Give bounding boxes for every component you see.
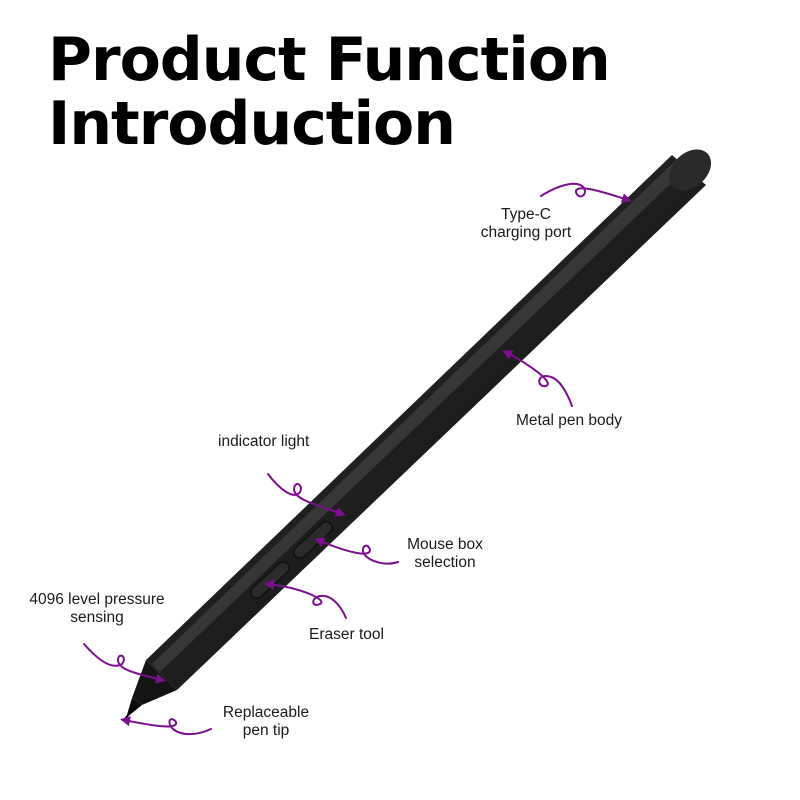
pen-body-highlight xyxy=(152,160,686,672)
stylus xyxy=(123,149,712,721)
arrow-pressure xyxy=(83,643,166,684)
pen-cap xyxy=(668,149,712,191)
label-type-c-port: Type-C charging port xyxy=(480,206,572,241)
arrow-type-c xyxy=(540,182,632,203)
arrow-mouse-box xyxy=(314,537,399,565)
page-title-line-1: Product Function xyxy=(48,25,611,95)
label-indicator-light: indicator light xyxy=(218,433,310,450)
label-eraser-tool: Eraser tool xyxy=(309,626,384,643)
pen-body xyxy=(146,155,706,690)
arrow-pen-tip xyxy=(120,716,212,736)
page-title-line-2: Introduction xyxy=(48,89,456,159)
arrow-eraser xyxy=(264,579,347,619)
arrow-indicator-light xyxy=(267,473,346,517)
label-metal-pen-body: Metal pen body xyxy=(516,412,622,429)
page-title: Product Function Introduction xyxy=(48,25,611,159)
arrow-metal-body xyxy=(502,350,573,407)
label-mouse-box-selection: Mouse box selection xyxy=(407,536,483,571)
label-pressure-sensing: 4096 level pressure sensing xyxy=(29,591,165,626)
label-replaceable-pen-tip: Replaceable pen tip xyxy=(222,704,310,739)
pen-nose-cone xyxy=(132,660,177,705)
